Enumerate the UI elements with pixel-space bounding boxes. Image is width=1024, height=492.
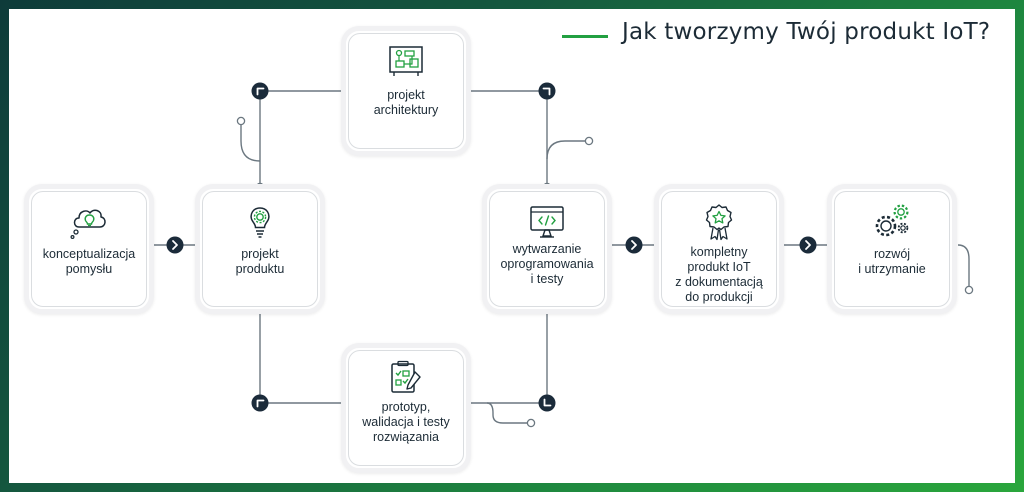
circuit-board-icon <box>389 46 423 76</box>
title-accent-line <box>562 35 608 38</box>
page-title: Jak tworzymy Twój produkt IoT? <box>622 19 991 45</box>
award-medal-icon <box>705 204 733 241</box>
lightbulb-gear-icon <box>250 207 270 238</box>
thought-bubble-lightbulb-icon <box>70 209 106 240</box>
checklist-pencil-icon <box>391 360 421 393</box>
gears-icon <box>875 204 909 237</box>
arrow-badges <box>166 82 817 412</box>
monitor-code-icon <box>530 206 564 238</box>
diagram-canvas: Jak tworzymy Twój produkt IoT? <box>9 9 1015 483</box>
